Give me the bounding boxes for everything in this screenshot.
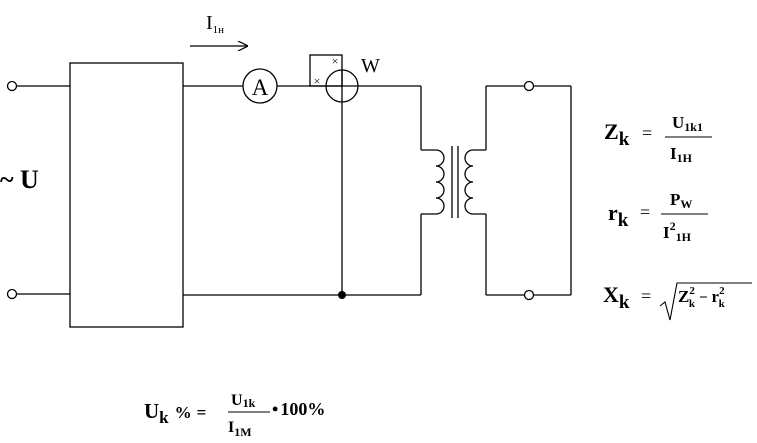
rk-numerator: PW — [670, 190, 692, 211]
xk-lhs: Xk — [603, 282, 630, 313]
rk-lhs: rk — [608, 200, 629, 231]
input-terminal-bottom — [6, 288, 18, 300]
zk-numerator: U1k1 — [672, 113, 703, 134]
primary-winding — [421, 149, 445, 215]
uk-denominator: I1M — [228, 419, 252, 439]
current-label: I1н — [206, 12, 224, 36]
secondary-winding — [464, 149, 486, 215]
zk-lhs: Zk — [604, 119, 630, 150]
rk-denominator: I21H — [663, 219, 692, 244]
source-label: ~ U — [0, 165, 39, 194]
wattmeter-label: W — [361, 55, 380, 77]
regulator-box — [69, 62, 184, 328]
wattmeter-mark-left: × — [314, 74, 321, 88]
output-terminal-bottom — [523, 289, 535, 301]
zk-denominator: I1H — [670, 144, 693, 165]
sqrt-sign — [659, 282, 752, 321]
zk-equals: = — [642, 123, 652, 143]
junction-dot — [338, 291, 346, 299]
uk-multiplier: •100% — [272, 399, 325, 419]
input-terminal-top — [6, 80, 18, 92]
rk-equals: = — [640, 202, 650, 222]
output-terminal-top — [523, 80, 535, 92]
uk-lhs: Uk%= — [144, 399, 206, 427]
xk-equals: = — [641, 286, 651, 306]
ammeter-label: A — [252, 75, 269, 100]
wattmeter-mark-right: × — [332, 54, 339, 68]
uk-numerator: U1k — [231, 392, 256, 410]
